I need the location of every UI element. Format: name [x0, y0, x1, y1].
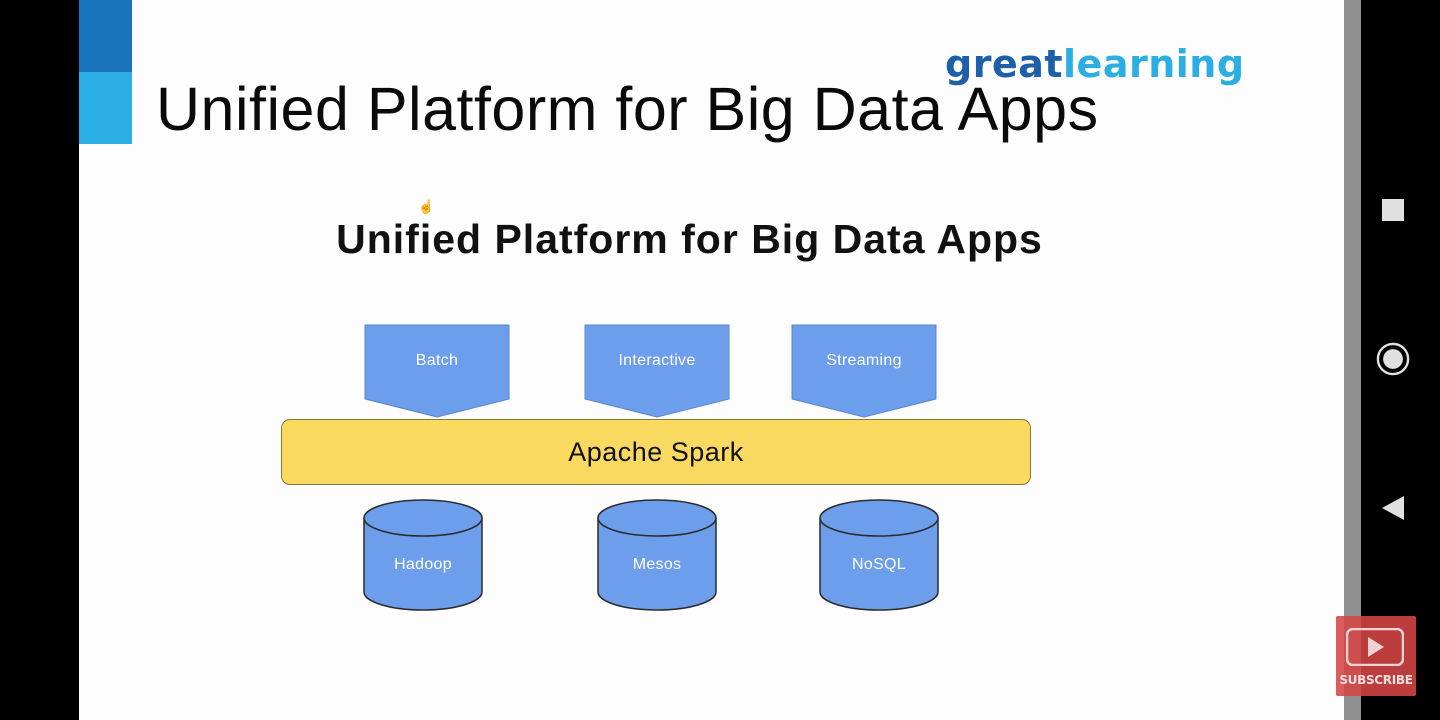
recents-button[interactable] [1376, 193, 1410, 227]
subscribe-button[interactable]: SUBSCRIBE [1336, 616, 1416, 696]
workload-interactive-shape [584, 324, 730, 418]
vertical-scrollbar[interactable] [1344, 0, 1361, 720]
storage-hadoop: Hadoop [362, 498, 484, 612]
cylinder-icon [363, 499, 483, 611]
play-icon [1346, 628, 1404, 666]
slide-title: Unified Platform for Big Data Apps [156, 75, 1099, 143]
recents-square-icon [1382, 199, 1404, 221]
back-button[interactable] [1376, 491, 1410, 525]
workload-streaming: Streaming [791, 324, 937, 418]
storage-mesos: Mesos [596, 498, 718, 612]
workload-batch-label: Batch [415, 352, 459, 369]
workload-batch-shape [364, 324, 510, 418]
home-circle-icon [1376, 342, 1410, 376]
workload-interactive: Interactive [584, 324, 730, 418]
android-nav-bar [1361, 0, 1440, 720]
apache-spark-label: Apache Spark [568, 436, 744, 467]
diagram-title-text: Unified Platform for Big Data Apps [336, 216, 1043, 262]
diagram-title: Unified Platform for Big Data Apps [79, 216, 1344, 263]
apache-spark-bar: Apache Spark [281, 419, 1031, 485]
presentation-slide: Unified Platform for Big Data Apps great… [79, 0, 1344, 720]
brand-logo-part2: learning [1063, 42, 1245, 86]
home-button[interactable] [1376, 342, 1410, 376]
storage-hadoop-label: Hadoop [394, 556, 452, 573]
brand-logo-part1: great [945, 42, 1064, 86]
storage-nosql: NoSQL [818, 498, 940, 612]
slide-accent-light [79, 72, 132, 144]
storage-mesos-label: Mesos [632, 556, 682, 573]
workload-streaming-label: Streaming [826, 352, 902, 369]
pointer-cursor-icon: ☝ [418, 199, 435, 214]
storage-nosql-label: NoSQL [852, 556, 906, 573]
brand-logo: greatlearning [945, 42, 1245, 86]
cylinder-icon [819, 499, 939, 611]
cylinder-icon [597, 499, 717, 611]
workload-batch: Batch [364, 324, 510, 418]
slide-accent-dark [79, 0, 132, 72]
subscribe-label: SUBSCRIBE [1339, 673, 1413, 687]
workload-streaming-shape [791, 324, 937, 418]
back-triangle-icon [1382, 496, 1404, 520]
workload-interactive-label: Interactive [618, 352, 696, 369]
